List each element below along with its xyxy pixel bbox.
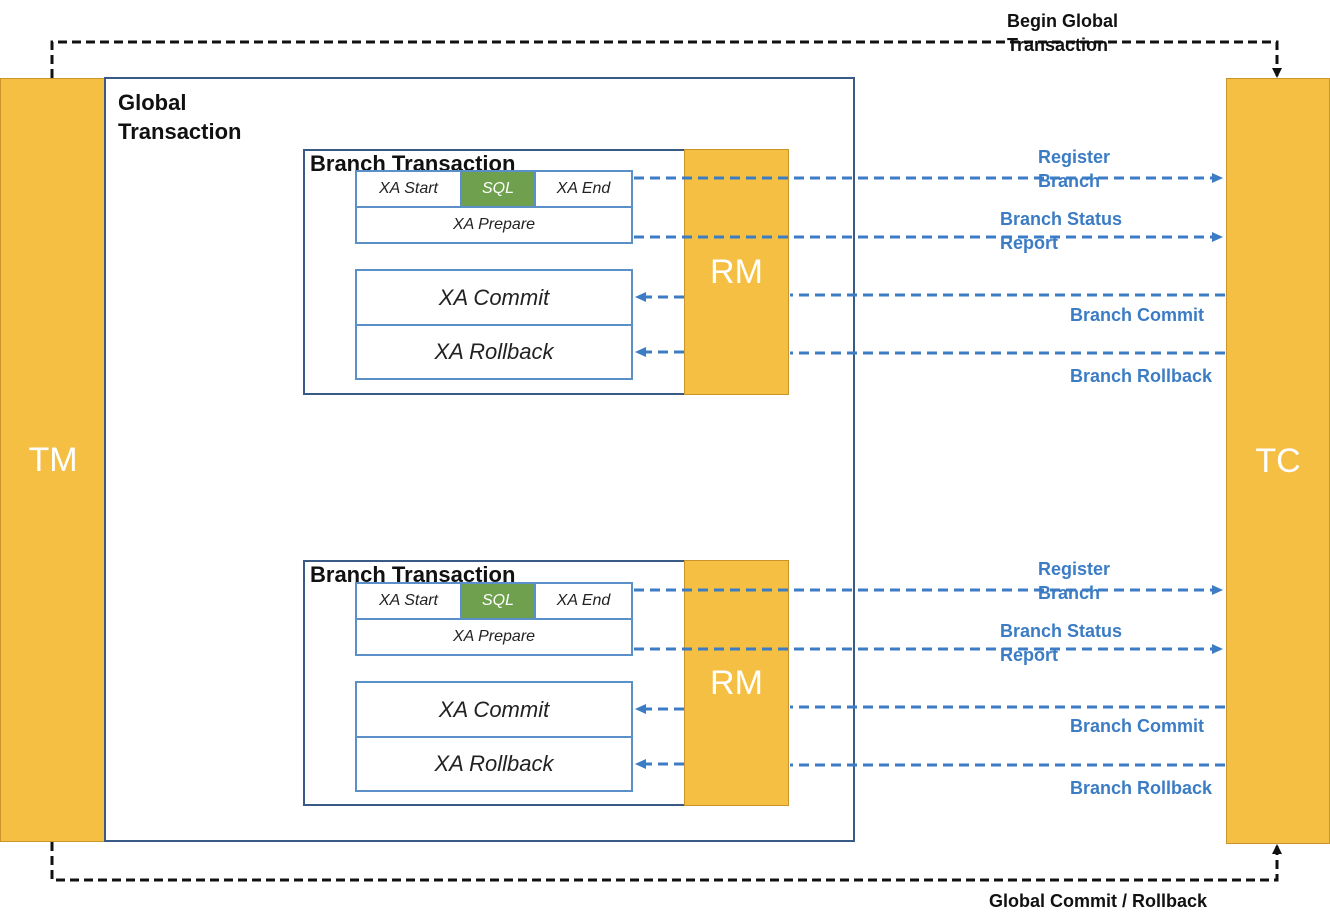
- branch-status-label: Branch Status Report: [1000, 207, 1200, 255]
- begin-global-line1: Begin Global: [1007, 11, 1119, 31]
- register-line2: Branch: [1038, 583, 1101, 603]
- xa-rollback-cell: XA Rollback: [355, 324, 633, 380]
- global-title-line1: Global: [118, 90, 187, 115]
- rm-block: RM: [684, 560, 789, 806]
- tc-block: TC: [1226, 78, 1330, 844]
- xa-rollback-cell: XA Rollback: [355, 736, 633, 792]
- xa-end-cell: XA End: [534, 170, 633, 208]
- branch-commit-label: Branch Commit: [1070, 716, 1205, 736]
- branch-commit-label: Branch Commit: [1070, 305, 1205, 325]
- tc-label: TC: [1255, 441, 1301, 480]
- rm-label: RM: [710, 663, 763, 702]
- xa-prepare-cell: XA Prepare: [355, 206, 633, 244]
- xa-prepare-cell: XA Prepare: [355, 618, 633, 656]
- status-line2: Report: [1000, 233, 1058, 253]
- register-line2: Branch: [1038, 171, 1101, 191]
- register-line1: Register: [1038, 559, 1111, 579]
- branch-status-label: Branch Status Report: [1000, 619, 1200, 667]
- global-commit-rollback-label: Global Commit / Rollback: [989, 891, 1208, 911]
- global-transaction-title: Global Transaction: [118, 88, 318, 146]
- xa-start-cell: XA Start: [355, 582, 462, 620]
- status-line1: Branch Status: [1000, 621, 1123, 641]
- rm-label: RM: [710, 252, 763, 291]
- xa-end-cell: XA End: [534, 582, 633, 620]
- register-line1: Register: [1038, 147, 1111, 167]
- global-title-line2: Transaction: [118, 119, 242, 144]
- status-line1: Branch Status: [1000, 209, 1123, 229]
- branch-rollback-label: Branch Rollback: [1070, 366, 1213, 386]
- branch-rollback-label: Branch Rollback: [1070, 778, 1213, 798]
- begin-global-line2: Transaction: [1007, 35, 1109, 55]
- register-branch-label: Register Branch: [1038, 145, 1198, 193]
- sql-cell: SQL: [460, 170, 536, 208]
- begin-global-label: Begin Global Transaction: [1007, 9, 1207, 57]
- status-line2: Report: [1000, 645, 1058, 665]
- register-branch-label: Register Branch: [1038, 557, 1198, 605]
- xa-commit-cell: XA Commit: [355, 269, 633, 326]
- tm-label: TM: [28, 440, 78, 479]
- global-commit-connector: [50, 842, 1282, 882]
- rm-block: RM: [684, 149, 789, 395]
- xa-commit-cell: XA Commit: [355, 681, 633, 738]
- tm-block: TM: [0, 78, 106, 842]
- begin-global-connector: [50, 40, 1282, 78]
